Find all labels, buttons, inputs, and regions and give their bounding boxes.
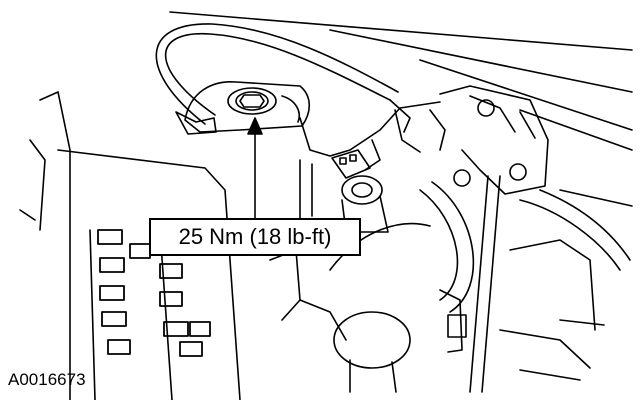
lower-components: [269, 189, 631, 393]
hex-bolt: [227, 87, 277, 115]
vertical-rods: [299, 159, 501, 393]
torque-spec-callout: 25 Nm (18 lb-ft): [149, 218, 361, 256]
figure-id-label: A0016673: [8, 370, 86, 389]
lower-hose: [329, 181, 475, 313]
upper-panel-lines: [169, 11, 633, 207]
fuse-box-module: [19, 91, 241, 400]
actuator-assembly: [299, 85, 549, 195]
electrical-connector: [331, 149, 389, 233]
torque-leader-arrow: [247, 117, 263, 219]
wiring-harness-loop: [155, 23, 411, 133]
